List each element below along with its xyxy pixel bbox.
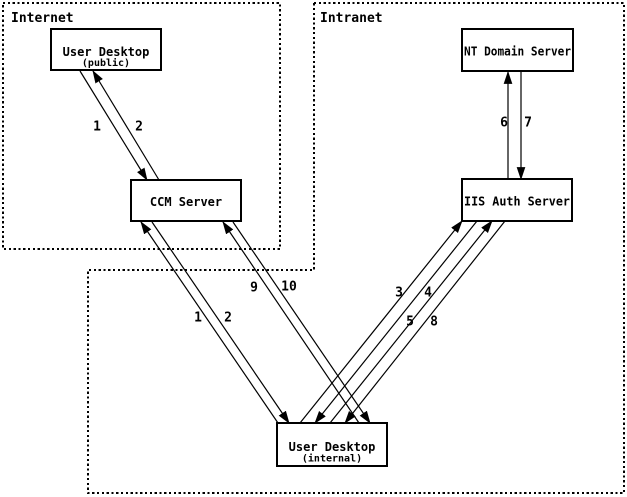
node-ccm-server-box [130, 179, 242, 222]
edge-2-ccm-to-internaldesktop-label: 2 [224, 311, 232, 326]
edge-3-internaldesktop-to-iis-line [299, 220, 463, 424]
edge-9-internaldesktop-to-ccm-line [222, 221, 360, 424]
edge-3-internaldesktop-to-iis-label: 3 [395, 286, 403, 301]
edge-10-ccm-to-internaldesktop-label: 10 [281, 280, 297, 295]
edge-2-ccm-to-publicdesktop-label: 2 [135, 120, 143, 135]
node-ccm-server-label: CCM Server [150, 195, 222, 209]
edge-7-ntdomain-to-iis-label: 7 [524, 116, 532, 131]
edge-2-ccm-to-internaldesktop-line [151, 221, 290, 424]
edge-4-iis-to-internaldesktop-line [314, 220, 478, 424]
node-nt-domain-server-box [461, 28, 574, 72]
edge-8-iis-to-internaldesktop-label: 8 [430, 315, 438, 330]
zone-internet-label: Internet [11, 11, 74, 26]
node-user-desktop-internal-label: User Desktop [289, 440, 376, 454]
edge-5-internaldesktop-to-iis-label: 5 [406, 315, 414, 330]
edge-1-publicdesktop-to-ccm-line [79, 70, 148, 181]
node-user-desktop-internal-sublabel: (internal) [302, 453, 362, 465]
edge-9-internaldesktop-to-ccm-label: 9 [250, 281, 258, 296]
node-user-desktop-public-box [50, 28, 162, 71]
edge-6-iis-to-ntdomain-label: 6 [500, 116, 508, 131]
node-nt-domain-server-label: NT Domain Server [464, 45, 571, 59]
edge-10-ccm-to-internaldesktop-line [232, 221, 371, 424]
edge-1-internaldesktop-to-ccm-label: 1 [194, 311, 202, 326]
edge-8-iis-to-internaldesktop-line [344, 220, 506, 424]
edge-1-internaldesktop-to-ccm-line [140, 221, 279, 424]
zone-intranet-label: Intranet [320, 11, 383, 26]
edge-1-publicdesktop-to-ccm-label: 1 [93, 120, 101, 135]
node-user-desktop-public-sublabel: (public) [82, 57, 130, 69]
node-iis-auth-server-label: IIS Auth Server [464, 195, 570, 209]
node-iis-auth-server-box [461, 178, 573, 222]
edge-4-iis-to-internaldesktop-label: 4 [424, 286, 432, 301]
nodes-layer: User Desktop(public)NT Domain ServerCCM … [50, 28, 574, 467]
zone-intranet-outline [87, 2, 625, 494]
node-user-desktop-internal-box [276, 422, 388, 467]
node-user-desktop-public-label: User Desktop [63, 45, 150, 59]
edge-2-ccm-to-publicdesktop-line [92, 70, 160, 181]
edge-5-internaldesktop-to-iis-line [329, 220, 493, 424]
edges-layer: 1 2 1 2 3 45 6 7 8 9 10 [79, 70, 532, 424]
